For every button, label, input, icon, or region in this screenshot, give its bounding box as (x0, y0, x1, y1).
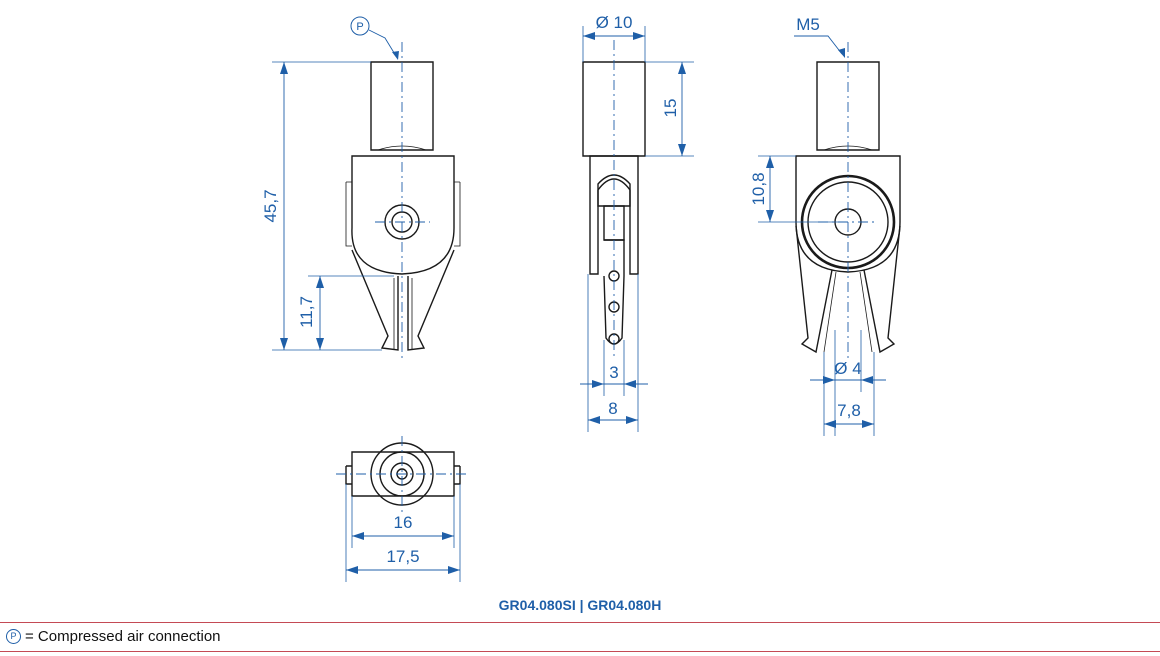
rear-view: M5 10,8 Ø 4 7,8 (749, 15, 901, 436)
dim-side-jaw-width: 3 (609, 363, 618, 382)
dim-rear-pivot-height: 10,8 (749, 172, 768, 205)
dim-front-jaw-height: 11,7 (297, 296, 316, 328)
divider-bottom (0, 651, 1160, 652)
dim-top-inner-width: 16 (394, 513, 413, 532)
dim-shank-diameter: Ø 10 (596, 13, 633, 32)
model-title: GR04.080SI | GR04.080H (498, 597, 662, 613)
legend-text: = Compressed air connection (25, 628, 221, 645)
thread-label: M5 (796, 15, 820, 34)
dim-side-overall-width: 8 (608, 399, 617, 418)
dim-shank-length: 15 (661, 99, 680, 118)
port-symbol-icon: P (6, 629, 21, 644)
dim-top-overall-width: 17,5 (386, 547, 419, 566)
port-symbol-label: P (356, 21, 363, 33)
side-view: Ø 10 15 3 8 (580, 13, 694, 432)
divider-top (0, 622, 1160, 623)
dim-jaw-bore-diameter: Ø 4 (834, 359, 861, 378)
top-view: 16 17,5 (336, 436, 470, 582)
dim-jaw-span: 7,8 (837, 401, 861, 420)
dim-front-overall-height: 45,7 (261, 189, 280, 222)
front-view: P 45,7 11,7 (261, 16, 461, 360)
legend: P = Compressed air connection (6, 628, 221, 645)
